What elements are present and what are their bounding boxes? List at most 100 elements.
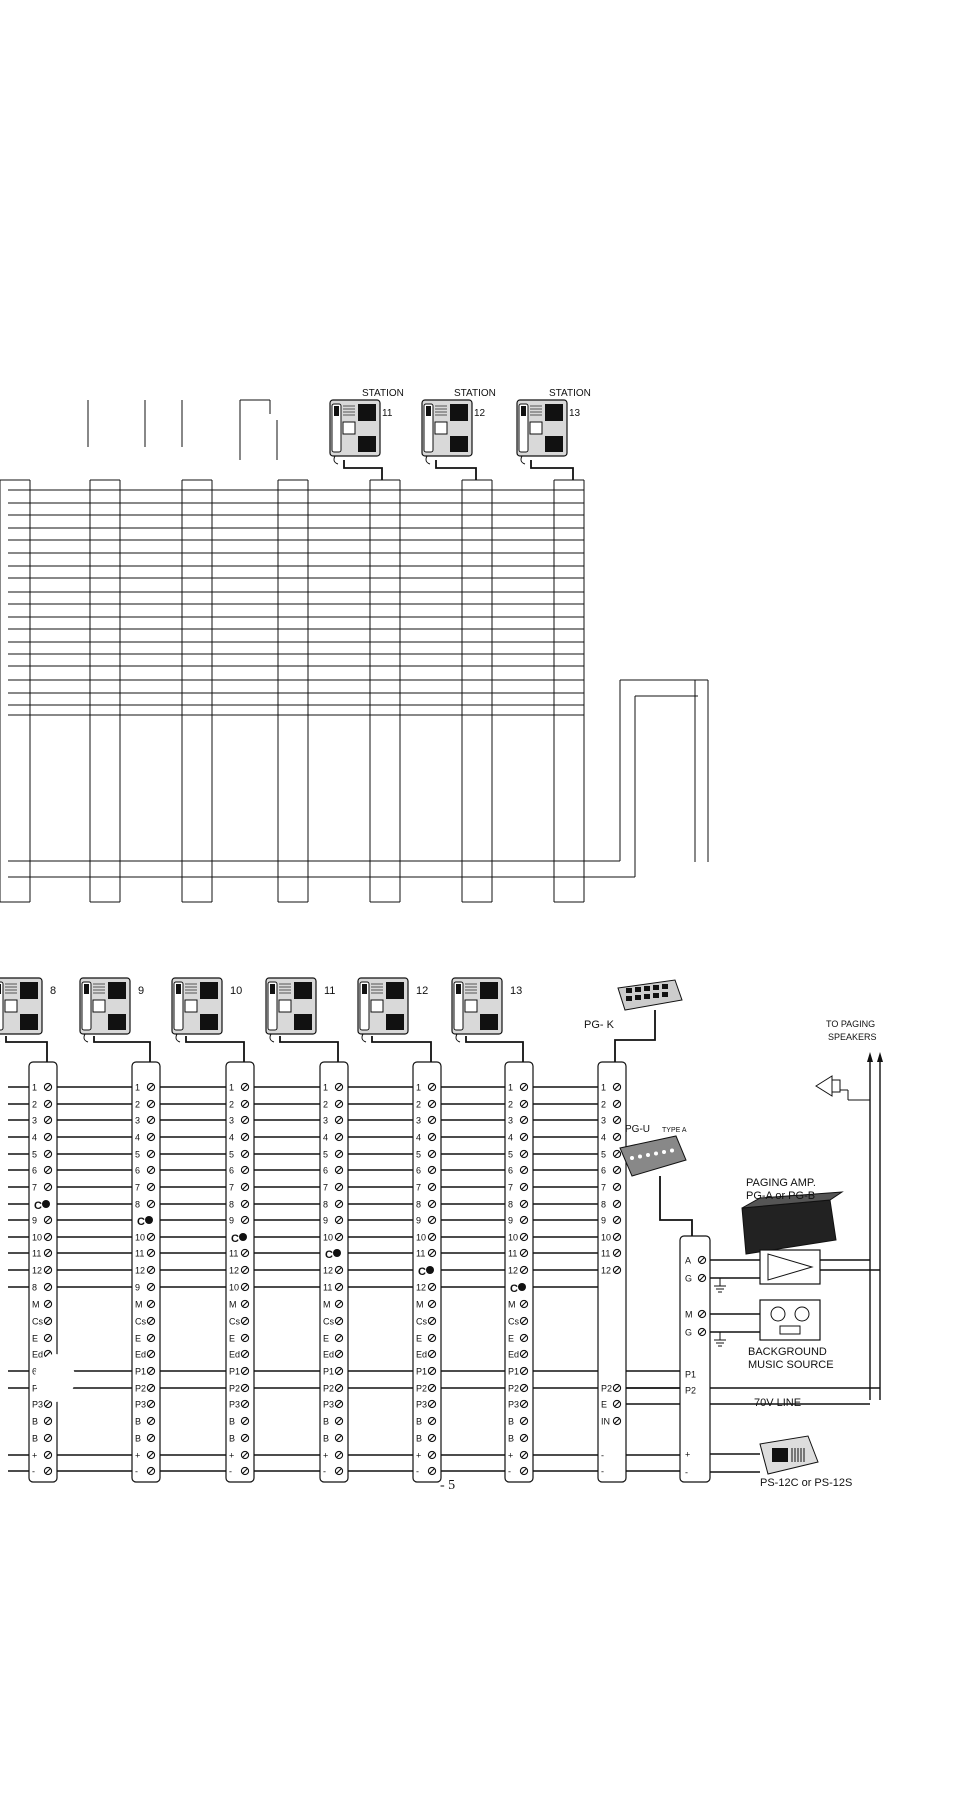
screw-terminal-icon — [427, 1165, 437, 1175]
screw-terminal-icon — [334, 1182, 344, 1192]
common-terminal-label: C — [137, 1216, 145, 1228]
ground-icon — [710, 1277, 726, 1293]
station-number: 12 — [416, 985, 428, 997]
screw-terminal-icon — [334, 1115, 344, 1125]
terminal-label: Ed — [135, 1350, 146, 1360]
screw-terminal-icon — [519, 1316, 529, 1326]
screw-terminal-icon — [427, 1199, 437, 1209]
screw-terminal-icon — [697, 1327, 707, 1337]
terminal-label: Ed — [32, 1350, 43, 1360]
station-caption: STATION — [454, 388, 496, 399]
terminal-label: 9 — [508, 1216, 513, 1226]
pg-u-label: PG-U — [625, 1124, 650, 1135]
terminal-label: 12 — [32, 1266, 42, 1276]
terminal-label: 7 — [601, 1183, 606, 1193]
terminal-label: - — [685, 1468, 688, 1478]
common-terminal-label: C — [325, 1249, 333, 1261]
screw-terminal-icon — [43, 1450, 53, 1460]
screw-terminal-icon — [697, 1255, 707, 1265]
terminal-label: 3 — [323, 1116, 328, 1126]
terminal-label: Cs — [508, 1317, 519, 1327]
terminal-label: - — [229, 1467, 232, 1477]
terminal-label: B — [229, 1434, 235, 1444]
screw-terminal-icon — [612, 1383, 622, 1393]
screw-terminal-icon — [43, 1248, 53, 1258]
terminal-label: P3 — [416, 1400, 427, 1410]
screw-terminal-icon — [240, 1282, 250, 1292]
terminal-label: 10 — [416, 1233, 426, 1243]
screw-terminal-icon — [240, 1316, 250, 1326]
terminal-label: B — [229, 1417, 235, 1427]
screw-terminal-icon — [519, 1366, 529, 1376]
terminal-label: B — [508, 1417, 514, 1427]
terminal-label: 6 — [135, 1166, 140, 1176]
screw-terminal-icon — [146, 1450, 156, 1460]
screw-terminal-icon — [519, 1333, 529, 1343]
screw-terminal-icon — [519, 1215, 529, 1225]
amplifier-block-icon — [759, 1249, 821, 1285]
intercom-station-icon — [357, 977, 409, 1043]
screw-terminal-icon — [240, 1399, 250, 1409]
screw-terminal-icon — [427, 1215, 437, 1225]
terminal-label: P2 — [323, 1384, 334, 1394]
terminal-label: 10 — [229, 1283, 239, 1293]
screw-terminal-icon — [612, 1265, 622, 1275]
terminal-label: 12 — [416, 1283, 426, 1293]
terminal-label: 7 — [416, 1183, 421, 1193]
terminal-label: E — [601, 1400, 607, 1410]
screw-terminal-icon — [697, 1309, 707, 1319]
screw-terminal-icon — [612, 1132, 622, 1142]
terminal-label: + — [32, 1451, 37, 1461]
screw-terminal-icon — [519, 1232, 529, 1242]
terminal-label: - — [416, 1467, 419, 1477]
screw-terminal-icon — [146, 1082, 156, 1092]
terminal-label: 11 — [323, 1283, 332, 1293]
station-number: 8 — [50, 985, 56, 997]
paging-amp-models: PG-A or PG-B — [746, 1190, 815, 1202]
screw-terminal-icon — [43, 1282, 53, 1292]
music-source-label: MUSIC SOURCE — [748, 1359, 834, 1371]
terminal-label: A — [685, 1256, 691, 1266]
screw-terminal-icon — [240, 1433, 250, 1443]
screw-terminal-icon — [240, 1333, 250, 1343]
terminal-label: Ed — [508, 1350, 519, 1360]
terminal-label: 12 — [508, 1266, 518, 1276]
screw-terminal-icon — [43, 1316, 53, 1326]
terminal-label: 8 — [32, 1283, 37, 1293]
screw-terminal-icon — [334, 1199, 344, 1209]
screw-terminal-icon — [146, 1416, 156, 1426]
screw-terminal-icon — [334, 1366, 344, 1376]
screw-terminal-icon — [612, 1082, 622, 1092]
terminal-label: + — [323, 1451, 328, 1461]
screw-terminal-icon — [334, 1416, 344, 1426]
terminal-label: P1 — [508, 1367, 519, 1377]
screw-terminal-icon — [519, 1115, 529, 1125]
terminal-label: 3 — [32, 1116, 37, 1126]
screw-terminal-icon — [427, 1149, 437, 1159]
screw-terminal-icon — [334, 1399, 344, 1409]
terminal-label: 11 — [229, 1249, 238, 1259]
terminal-label: E — [323, 1334, 329, 1344]
terminal-label: 5 — [601, 1150, 606, 1160]
terminal-label: B — [32, 1417, 38, 1427]
screw-terminal-icon — [334, 1099, 344, 1109]
terminal-label: Ed — [229, 1350, 240, 1360]
screw-terminal-icon — [612, 1165, 622, 1175]
station-number: 13 — [510, 985, 522, 997]
terminal-label: Cs — [229, 1317, 240, 1327]
terminal-label: 7 — [229, 1183, 234, 1193]
terminal-label: Cs — [323, 1317, 334, 1327]
screw-terminal-icon — [519, 1165, 529, 1175]
screw-terminal-icon — [427, 1433, 437, 1443]
terminal-label: Cs — [135, 1317, 146, 1327]
screw-terminal-icon — [146, 1149, 156, 1159]
screw-terminal-icon — [240, 1466, 250, 1476]
terminal-label: P3 — [32, 1400, 43, 1410]
terminal-label: 7 — [32, 1183, 37, 1193]
screw-terminal-icon — [519, 1082, 529, 1092]
terminal-label: M — [416, 1300, 424, 1310]
screw-terminal-icon — [334, 1132, 344, 1142]
terminal-label: 4 — [32, 1133, 37, 1143]
intercom-station-icon — [329, 399, 381, 465]
